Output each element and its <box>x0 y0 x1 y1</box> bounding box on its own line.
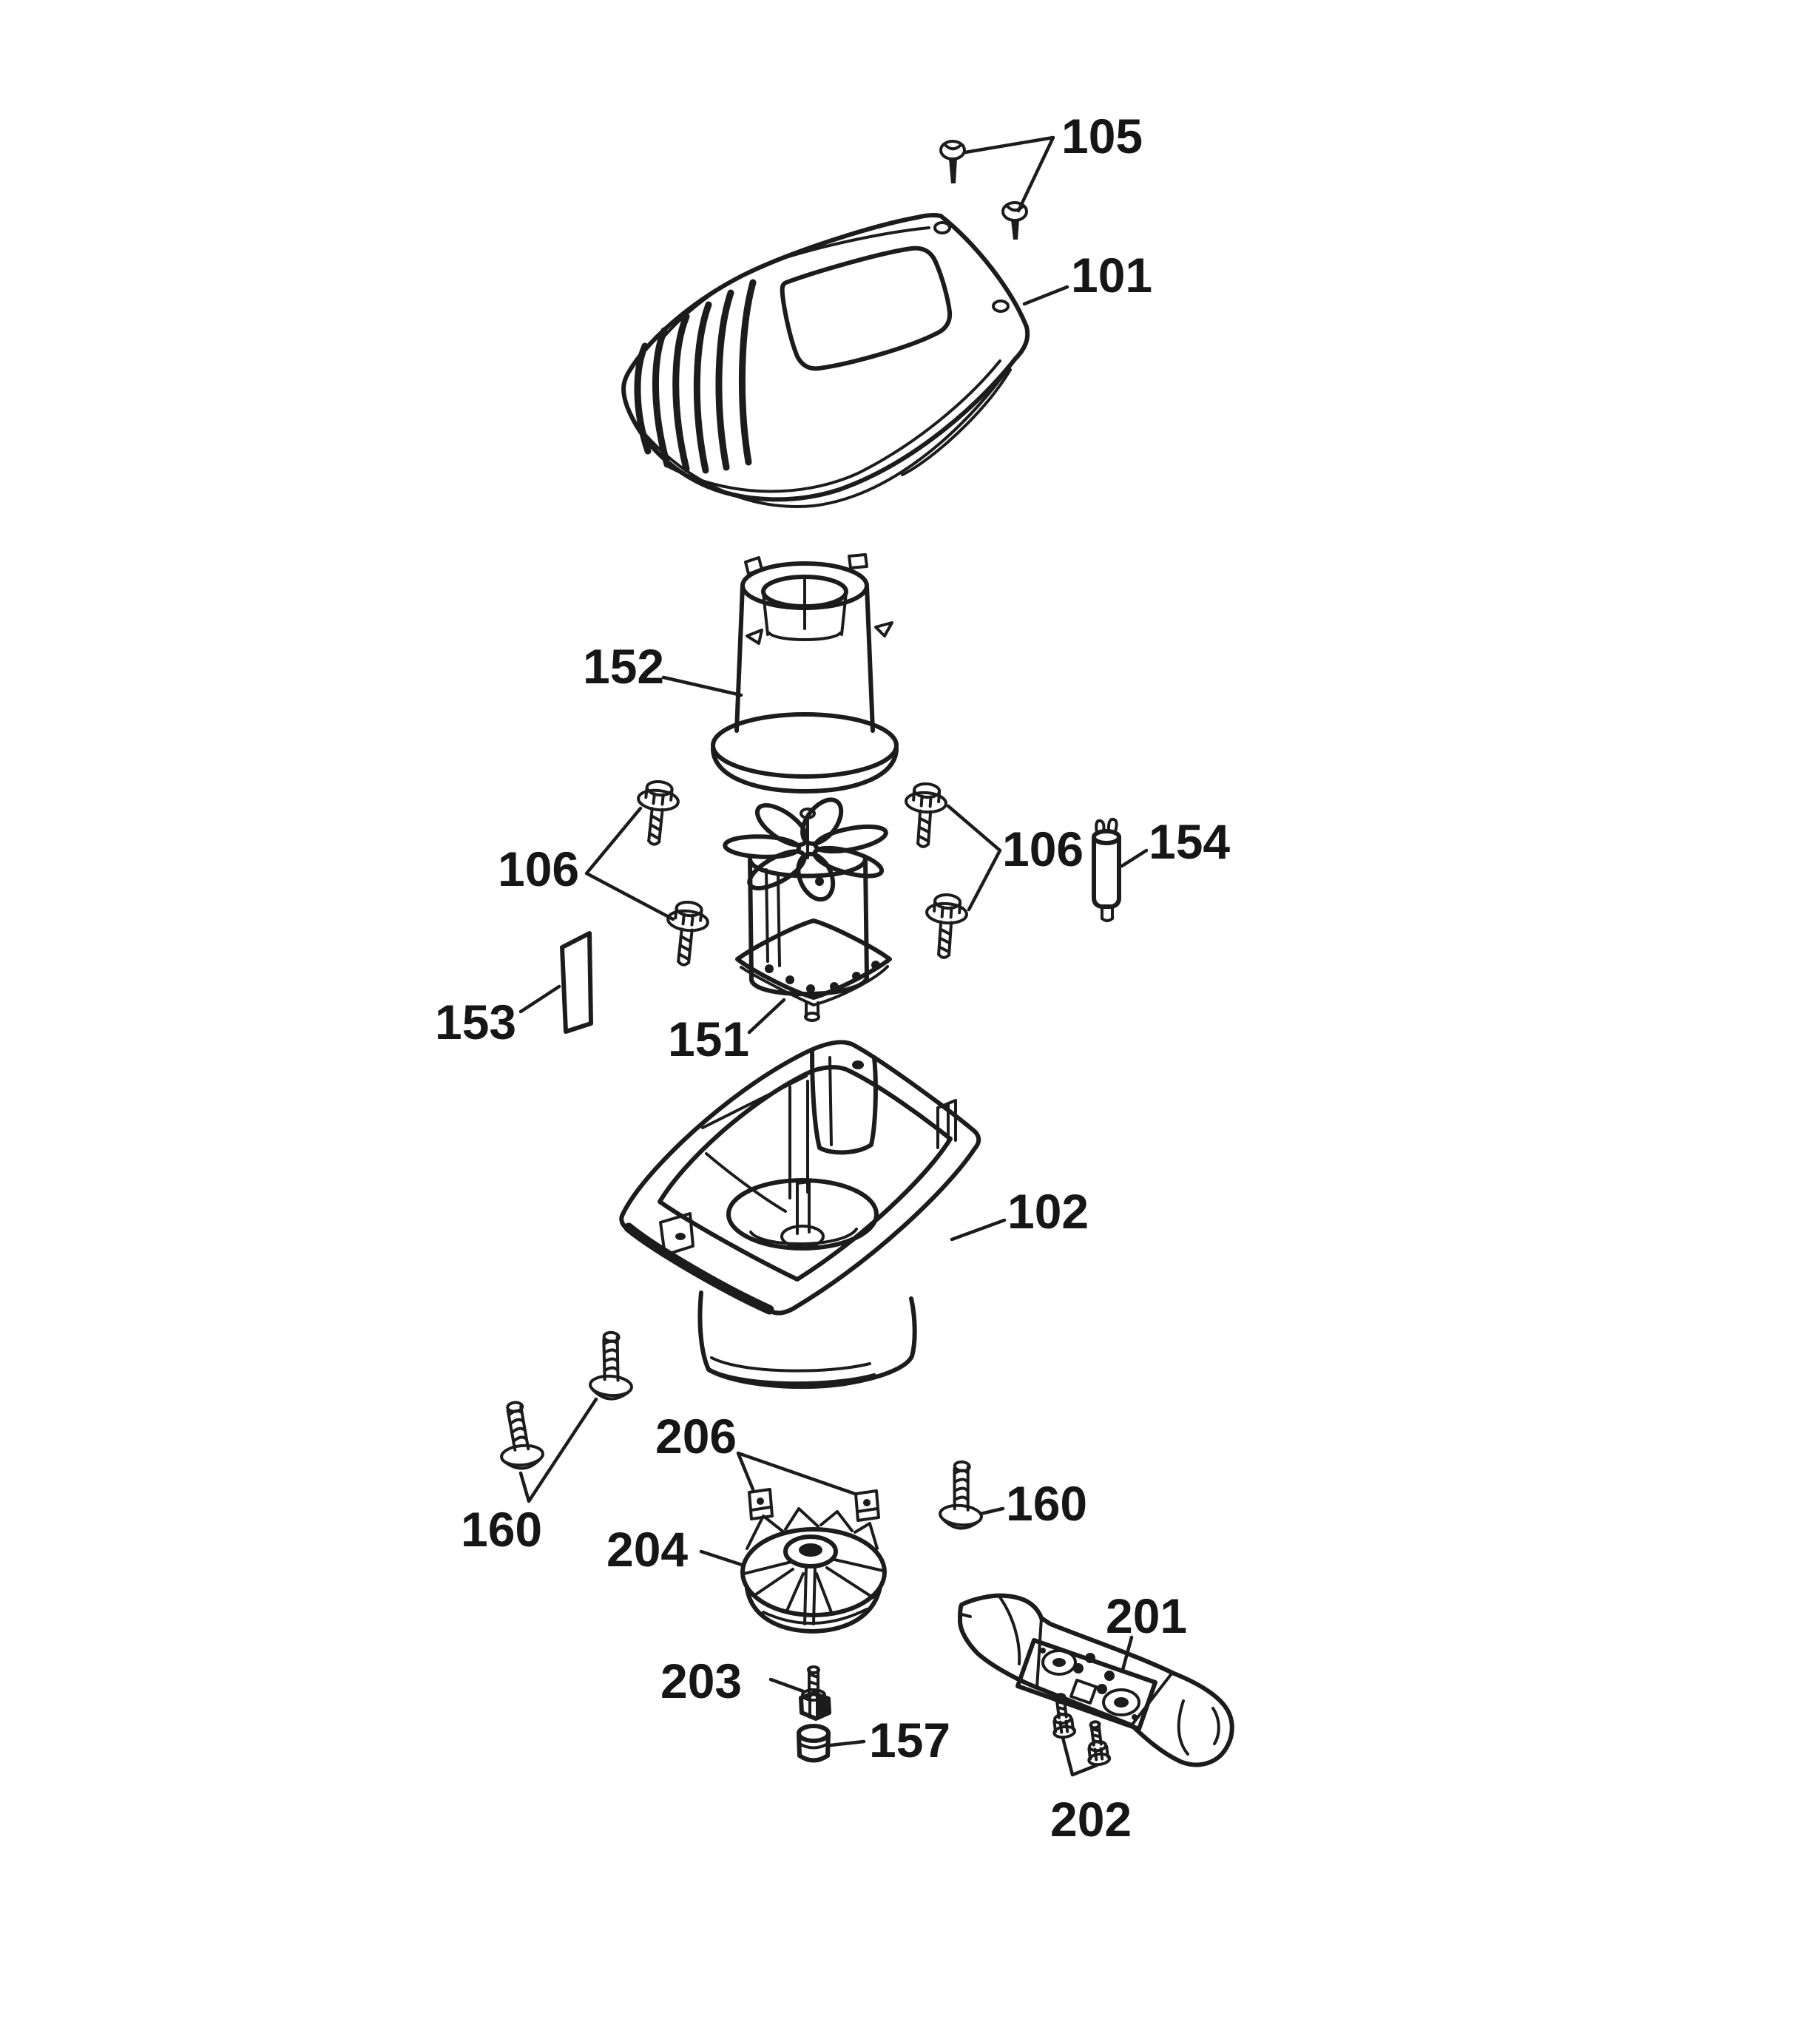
part-206-clips-drawing <box>748 1488 880 1522</box>
callout-160-left-label: 160 <box>461 1502 542 1557</box>
leader-154 <box>1120 848 1149 868</box>
callout-160-right-label: 160 <box>1006 1476 1087 1531</box>
callout-106-left-label: 106 <box>498 842 579 896</box>
callout-106-right-label: 106 <box>1002 822 1084 876</box>
callout-201-label: 201 <box>1106 1588 1187 1643</box>
part-160-screws-drawing <box>495 1330 988 1532</box>
part-152-motor-mount-drawing <box>711 553 899 793</box>
leader-151 <box>747 998 786 1035</box>
callout-202-label: 202 <box>1050 1792 1132 1847</box>
leader-106-left <box>584 806 675 921</box>
leader-201 <box>1121 1635 1134 1672</box>
leader-157 <box>828 1739 866 1747</box>
callout-105-label: 105 <box>1061 109 1143 163</box>
leader-202 <box>1061 1736 1099 1777</box>
part-203-bolt-drawing <box>799 1665 831 1721</box>
part-157-cap-drawing <box>797 1724 831 1763</box>
leader-160-right <box>979 1506 1005 1516</box>
callout-152-label: 152 <box>583 639 664 694</box>
leader-101 <box>1022 285 1069 306</box>
callout-204-label: 204 <box>606 1522 688 1577</box>
callout-154-label: 154 <box>1149 814 1230 869</box>
part-153-strip-drawing <box>560 931 593 1034</box>
leader-152 <box>661 675 743 697</box>
part-201-blade-drawing <box>958 1593 1234 1767</box>
part-106-hex-screws-drawing <box>632 778 970 969</box>
leader-206 <box>736 1451 857 1496</box>
callout-203-label: 203 <box>660 1654 742 1708</box>
callout-101-label: 101 <box>1071 248 1152 302</box>
leader-102 <box>950 1218 1007 1242</box>
part-101-motor-cover-drawing <box>621 212 1030 508</box>
callout-157-label: 157 <box>869 1713 950 1767</box>
leader-153 <box>518 984 561 1014</box>
callout-151-label: 151 <box>668 1012 749 1066</box>
part-102-deck-housing-drawing <box>619 1040 981 1390</box>
leader-204 <box>699 1549 746 1568</box>
callout-153-label: 153 <box>435 995 516 1049</box>
leader-203 <box>768 1677 805 1693</box>
callout-206-label: 206 <box>655 1409 737 1463</box>
part-154-capacitor-drawing <box>1092 817 1121 922</box>
leader-105 <box>963 135 1055 213</box>
leader-160-left <box>518 1397 598 1503</box>
callout-102-label: 102 <box>1007 1184 1089 1239</box>
part-204-impeller-drawing <box>740 1507 887 1634</box>
leader-106-right <box>946 804 1002 912</box>
part-151-motor-drawing <box>724 796 892 1022</box>
